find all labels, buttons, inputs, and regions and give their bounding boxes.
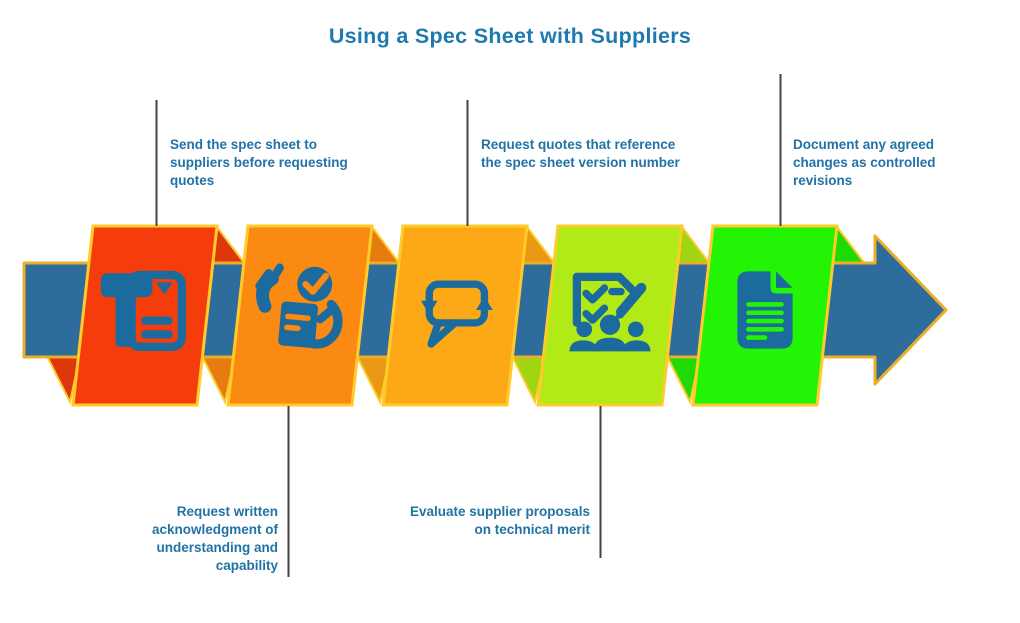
banner-1-shape — [71, 224, 219, 407]
team-evaluation-icon — [569, 272, 651, 352]
step-2-label: Request written acknowledgment of unders… — [151, 504, 278, 573]
step-4-label: Evaluate supplier proposals on technical… — [409, 504, 590, 537]
step-5-label: Document any agreed changes as controlle… — [793, 137, 936, 188]
banner-3-shape — [381, 224, 529, 407]
step-3-label: Request quotes that reference the spec s… — [481, 137, 680, 170]
page-title: Using a Spec Sheet with Suppliers — [328, 24, 692, 48]
hands-holding-checklist-icon — [255, 263, 343, 349]
speech-bubble-sync-icon — [420, 280, 493, 348]
send-document-icon — [100, 270, 186, 351]
document-icon — [737, 271, 793, 349]
step-1-label: Send the spec sheet to suppliers before … — [170, 137, 348, 188]
